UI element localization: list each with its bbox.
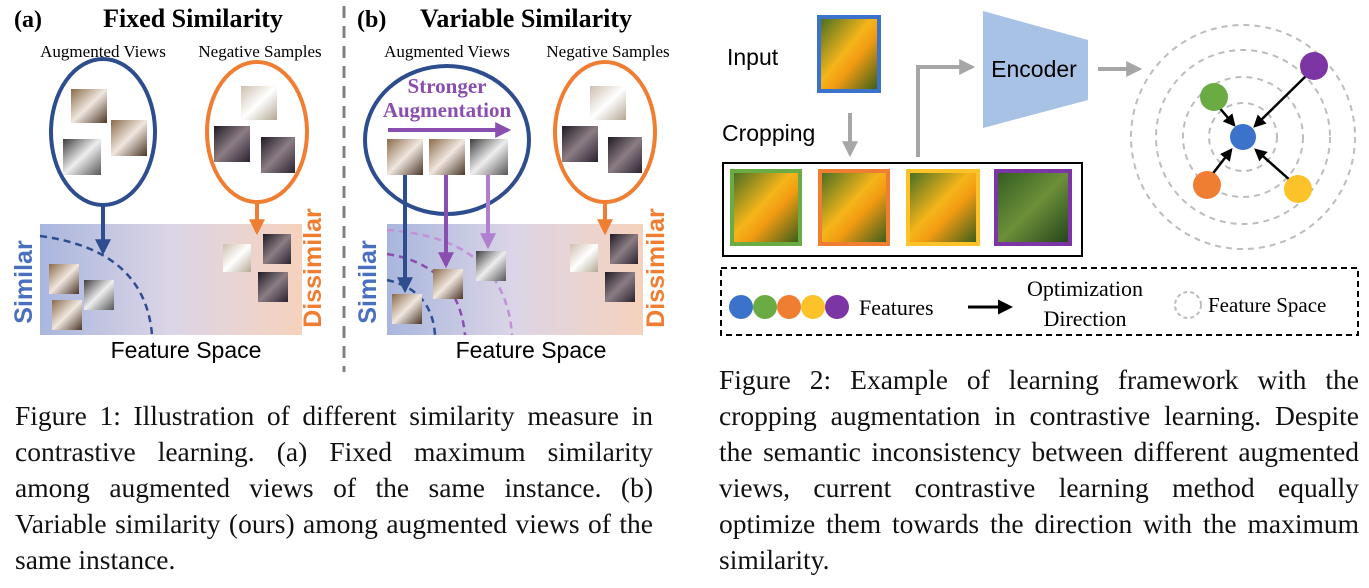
feature-space-label: Feature Space <box>111 337 262 363</box>
panel-a-title: Fixed Similarity <box>103 4 283 33</box>
dissimilar-label: Dissimilar <box>299 208 327 328</box>
figure1-panel-a: (a) Fixed Similarity Augmented Views Neg… <box>10 4 327 363</box>
dog-image <box>433 269 463 299</box>
similar-label: Similar <box>10 240 38 324</box>
legend-feature-space-label: Feature Space <box>1208 293 1326 317</box>
dog-image <box>52 300 82 330</box>
figure1-caption: Figure 1: Illustration of different simi… <box>15 398 653 578</box>
encoder-label: Encoder <box>991 56 1077 82</box>
stronger-augmentation-line1: Stronger <box>408 74 487 98</box>
dog-image <box>71 89 107 123</box>
dissimilar-label: Dissimilar <box>642 208 670 328</box>
white-dog-image <box>241 86 277 120</box>
encoder-block <box>983 11 1088 128</box>
cat-image <box>263 234 291 264</box>
panel-b-augmented-label: Augmented Views <box>384 42 510 61</box>
feature-space-rings <box>1130 24 1356 250</box>
cat-image <box>214 126 250 162</box>
legend-dot-yellow <box>801 295 825 319</box>
crop-image <box>994 169 1072 246</box>
cat-image <box>562 126 598 162</box>
panel-a-negative-label: Negative Samples <box>198 42 321 61</box>
gray-arrow <box>916 59 976 157</box>
figure2-caption-text: Figure 2: Example of learning framework … <box>719 364 1359 575</box>
white-dog-image <box>223 244 251 272</box>
panel-a-tag: (a) <box>14 7 42 33</box>
optimization-arrow <box>1253 72 1310 128</box>
feature-space-box-b <box>387 224 643 335</box>
similarity-boundary <box>39 234 154 336</box>
cat-image <box>605 272 635 302</box>
dog-image <box>63 139 101 175</box>
figure1-panel-b: (b) Variable Similarity Augmented Views … <box>354 4 670 363</box>
cat-image <box>261 137 295 173</box>
figure2-caption: Figure 2: Example of learning framework … <box>719 362 1359 578</box>
panel-b-negative-label: Negative Samples <box>546 42 669 61</box>
crop-image <box>818 169 890 246</box>
cat-image <box>608 137 642 173</box>
feature-dot-purple <box>1300 52 1328 80</box>
feature-dot-orange <box>1193 171 1221 199</box>
cat-image <box>258 272 288 302</box>
panel-a-augmented-label: Augmented Views <box>40 42 166 61</box>
cat-image <box>610 234 638 264</box>
dog-image <box>476 251 506 281</box>
panel-b-title: Variable Similarity <box>420 4 632 33</box>
legend-optimization-line2: Direction <box>1043 306 1126 331</box>
dog-image <box>111 120 147 156</box>
cropping-label: Cropping <box>722 120 815 146</box>
legend-feature-space-icon <box>1174 291 1202 319</box>
figure1-caption-text: Figure 1: Illustration of different simi… <box>15 400 653 575</box>
figure2-diagram: Input Cropping Encoder <box>720 11 1359 336</box>
feature-space-label: Feature Space <box>456 337 607 363</box>
legend-dot-purple <box>825 295 849 319</box>
legend-dot-blue <box>729 295 753 319</box>
white-dog-image <box>570 244 598 272</box>
legend-box <box>720 267 1359 336</box>
dog-image <box>429 139 465 175</box>
feature-dot-yellow <box>1284 175 1312 203</box>
crop-image <box>906 169 980 246</box>
dog-image <box>392 294 422 324</box>
dog-image <box>49 264 79 294</box>
input-label: Input <box>727 44 779 70</box>
white-dog-image <box>590 86 626 120</box>
stronger-augmentation-line2: Augmentation <box>383 98 512 122</box>
feature-dot-green <box>1200 83 1228 111</box>
crop-image <box>730 169 802 246</box>
input-image <box>817 15 881 93</box>
dog-image <box>84 280 114 310</box>
legend-optimization-line1: Optimization <box>1027 276 1143 301</box>
dog-image <box>470 139 508 175</box>
optimization-arrow <box>1210 148 1233 177</box>
legend-dot-orange <box>777 295 801 319</box>
legend-features-label: Features <box>859 295 934 320</box>
legend-dot-green <box>753 295 777 319</box>
similar-label: Similar <box>354 240 382 324</box>
panel-b-tag: (b) <box>357 7 386 33</box>
optimization-arrow <box>1254 148 1292 182</box>
feature-dot-blue <box>1230 124 1256 150</box>
dog-image <box>387 139 423 175</box>
